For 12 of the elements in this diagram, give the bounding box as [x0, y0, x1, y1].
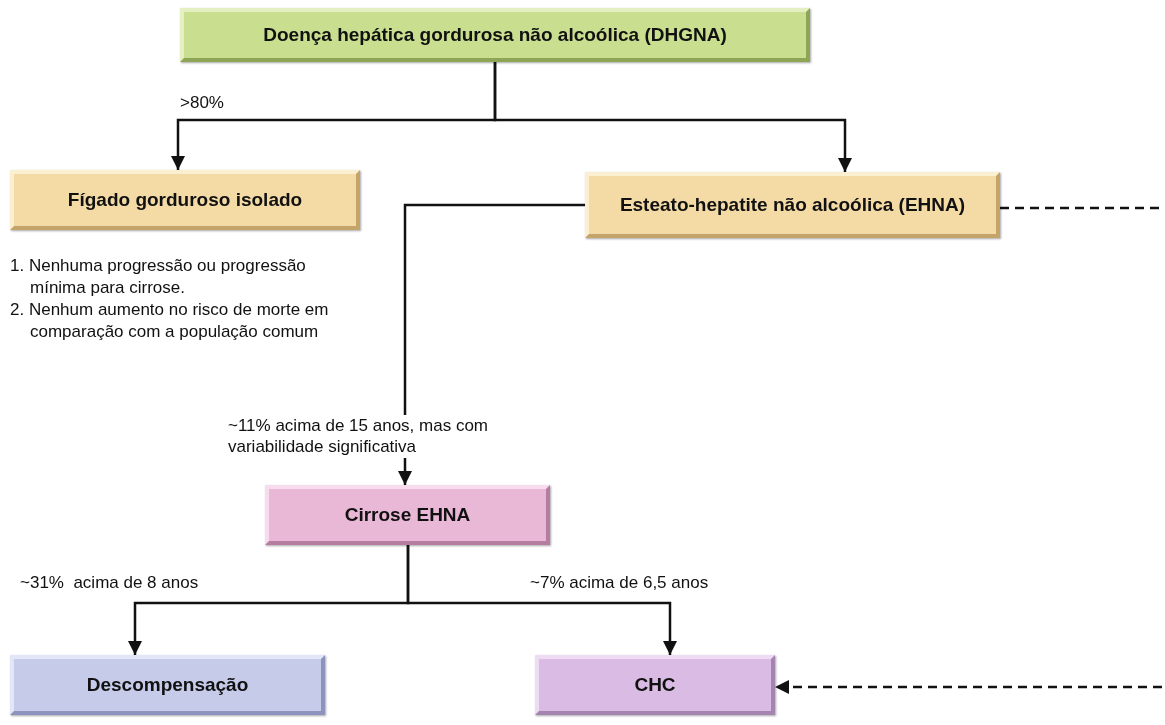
note-text: 1. Nenhuma progressão ou progressão mínima para cirrose. — [10, 255, 307, 300]
process-box: Cirrose EHNA — [265, 485, 550, 545]
arrow — [493, 62, 852, 172]
arrow — [775, 680, 1162, 694]
arrow — [406, 545, 677, 655]
note-text: 2. Nenhum aumento no risco de morte em comparação com a população comum — [10, 299, 330, 344]
process-box: Descompensação — [10, 655, 325, 715]
arrow — [398, 203, 585, 485]
process-box: Esteato-hepatite não alcoólica (EHNA) — [585, 172, 1000, 238]
process-box: Fígado gorduroso isolado — [10, 170, 360, 230]
process-box: CHC — [535, 655, 775, 715]
process-box: Doença hepática gordurosa não alcoólica (DHGNA) — [180, 8, 810, 62]
